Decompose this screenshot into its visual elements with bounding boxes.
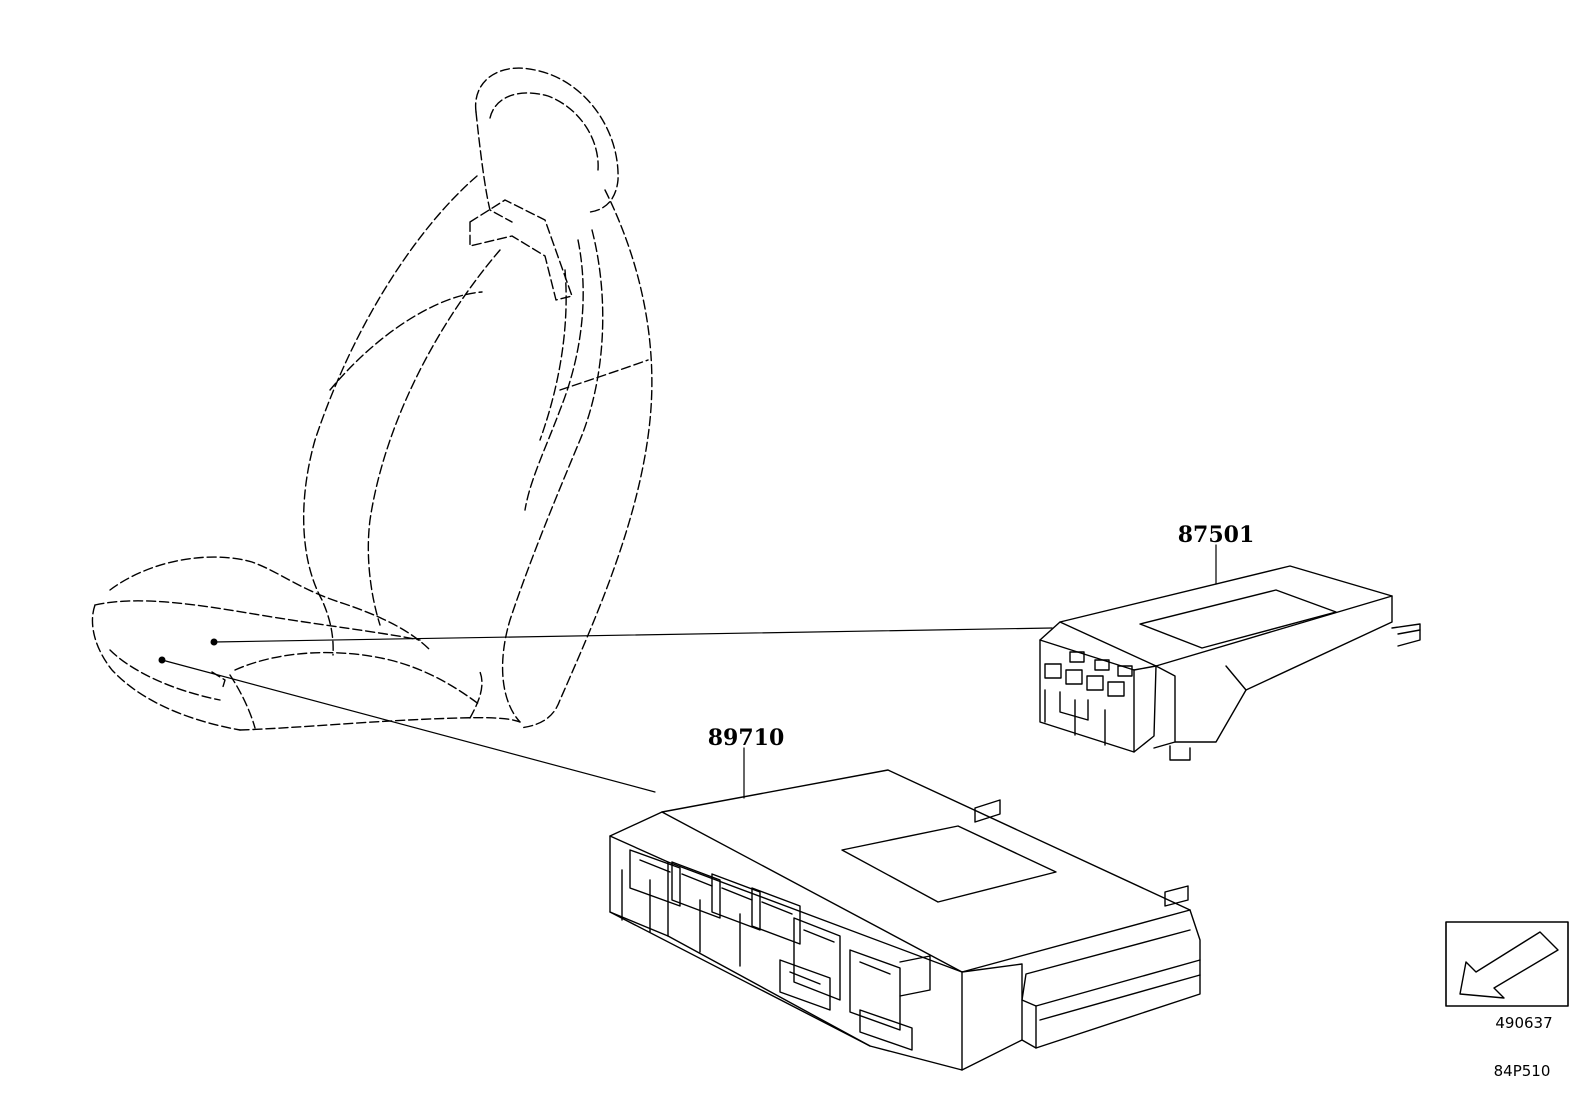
illustration-code: 84P510 <box>1494 1062 1551 1080</box>
leader-line-89710 <box>161 659 656 793</box>
leader-line-87501 <box>213 627 1053 643</box>
arrow-down-left-icon <box>1459 931 1559 999</box>
module-87501 <box>1039 565 1421 761</box>
view-reference-code: 490637 <box>1495 1014 1552 1032</box>
part-number-87501: 87501 <box>1178 522 1255 548</box>
module-89710 <box>609 769 1201 1071</box>
view-direction-box <box>1445 921 1569 1007</box>
part-number-89710: 89710 <box>708 725 785 751</box>
seat-outline <box>91 67 653 731</box>
